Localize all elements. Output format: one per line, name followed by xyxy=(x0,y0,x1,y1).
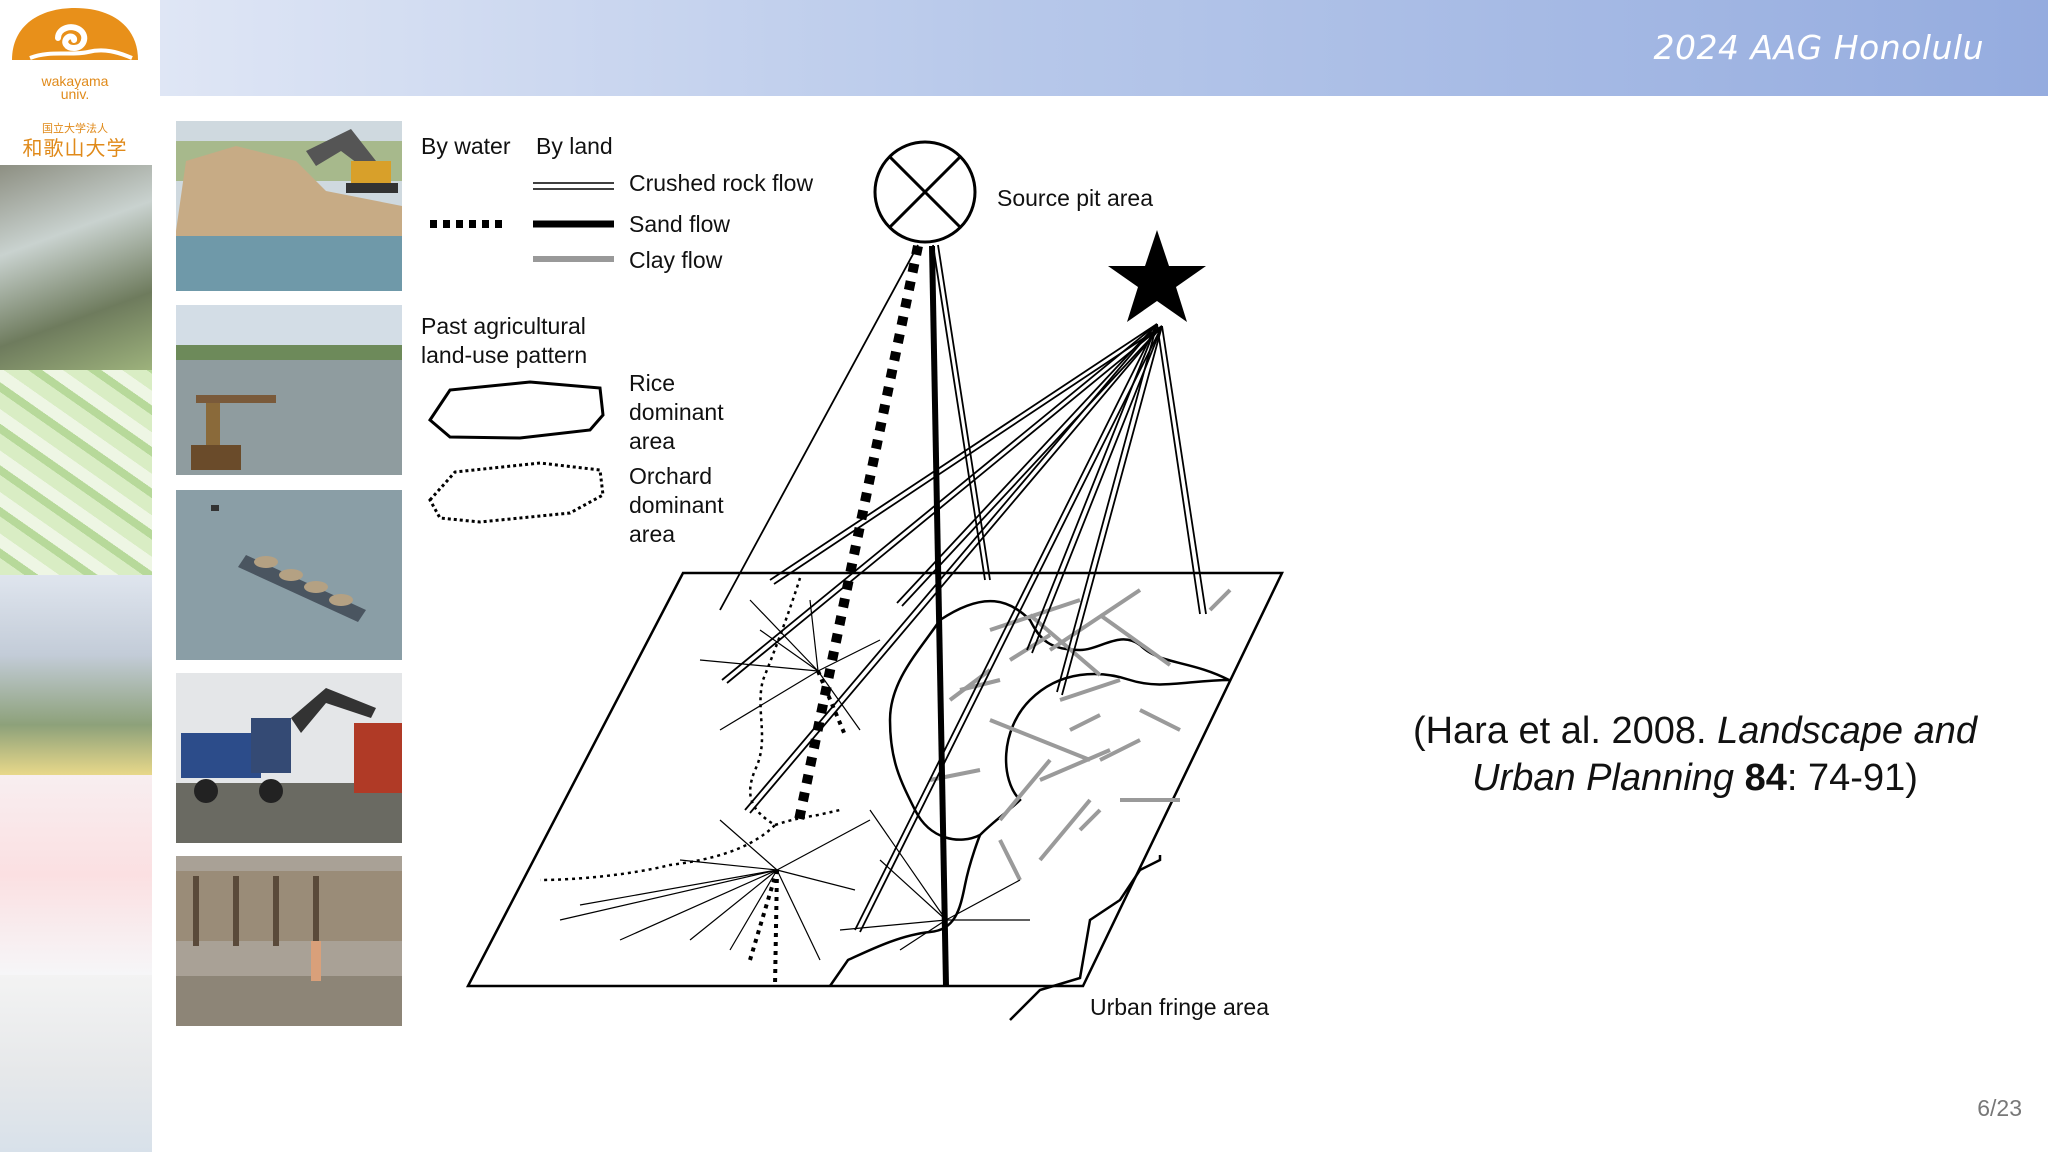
orchard-link-outline xyxy=(774,808,841,827)
legend-orchard-1: Orchard xyxy=(629,463,712,489)
sand-flow-diagram: By water By land Crushed rock flow Sand … xyxy=(400,120,1300,1045)
citation: (Hara et al. 2008. Landscape and Urban P… xyxy=(1370,708,2020,802)
legend-clay: Clay flow xyxy=(629,247,723,273)
logo-emblem-icon xyxy=(12,8,138,60)
legend-by-water: By water xyxy=(421,133,511,159)
legend-by-land: By land xyxy=(536,133,613,159)
map-photo-strip xyxy=(0,370,152,575)
decorative-side-strip xyxy=(0,165,152,1152)
city-photo-strip xyxy=(0,575,152,775)
conference-title: 2024 AAG Honolulu xyxy=(1653,28,1984,67)
header-bar xyxy=(160,0,2048,96)
legend-orchard-3: area xyxy=(629,521,675,547)
legend-rice-1: Rice xyxy=(629,370,675,396)
blossom-photo-strip xyxy=(0,775,152,975)
legend-orchard-shape xyxy=(428,461,605,524)
local-distribution-lines xyxy=(559,599,1030,961)
logo-text-jp: 和歌山大学 xyxy=(22,138,128,160)
legend-crushed-rock-line xyxy=(533,182,614,190)
coast-photo-strip xyxy=(0,975,152,1152)
legend-past-title-1: Past agricultural xyxy=(421,313,586,339)
citation-journal-1: Landscape and xyxy=(1717,710,1978,752)
river-outline xyxy=(1009,855,1162,1021)
rice-lower-outline xyxy=(828,834,982,987)
clay-flow-lines xyxy=(929,588,1232,881)
waterfall-photo-strip xyxy=(0,165,152,370)
urban-fringe-label: Urban fringe area xyxy=(1090,994,1269,1020)
citation-journal-2: Urban Planning xyxy=(1472,757,1735,799)
star-icon xyxy=(1108,230,1206,322)
logo-text-jp-small: 国立大学法人 xyxy=(42,123,108,135)
citation-volume: 84 xyxy=(1744,757,1787,799)
photo-construction-site xyxy=(176,856,402,1026)
photo-sand-barges xyxy=(176,490,402,660)
citation-pages: : 74-91) xyxy=(1786,757,1918,799)
source-pit-label: Source pit area xyxy=(997,185,1153,211)
legend-crushed-rock: Crushed rock flow xyxy=(629,170,813,196)
photo-truck-loading xyxy=(176,673,402,843)
source-pit-symbol-icon xyxy=(873,140,977,244)
sand-flow-land-main xyxy=(929,245,949,987)
photo-river-dredging xyxy=(176,305,402,475)
urban-fringe-parallelogram xyxy=(465,571,1284,988)
rice-dominant-area-outline xyxy=(888,599,1231,841)
legend-rice-shape xyxy=(428,380,605,440)
legend-rice-2: dominant xyxy=(629,399,724,425)
page-number: 6/23 xyxy=(1977,1095,2022,1121)
sand-flow-water-main xyxy=(793,244,923,827)
legend-orchard-2: dominant xyxy=(629,492,724,518)
photo-sand-pit-excavator xyxy=(176,121,402,291)
legend-sand: Sand flow xyxy=(629,211,730,237)
legend-rice-3: area xyxy=(629,428,675,454)
citation-prefix: (Hara et al. 2008. xyxy=(1412,710,1718,752)
sand-flow-water-branches xyxy=(748,670,847,987)
legend-past-title-2: land-use pattern xyxy=(421,342,587,368)
